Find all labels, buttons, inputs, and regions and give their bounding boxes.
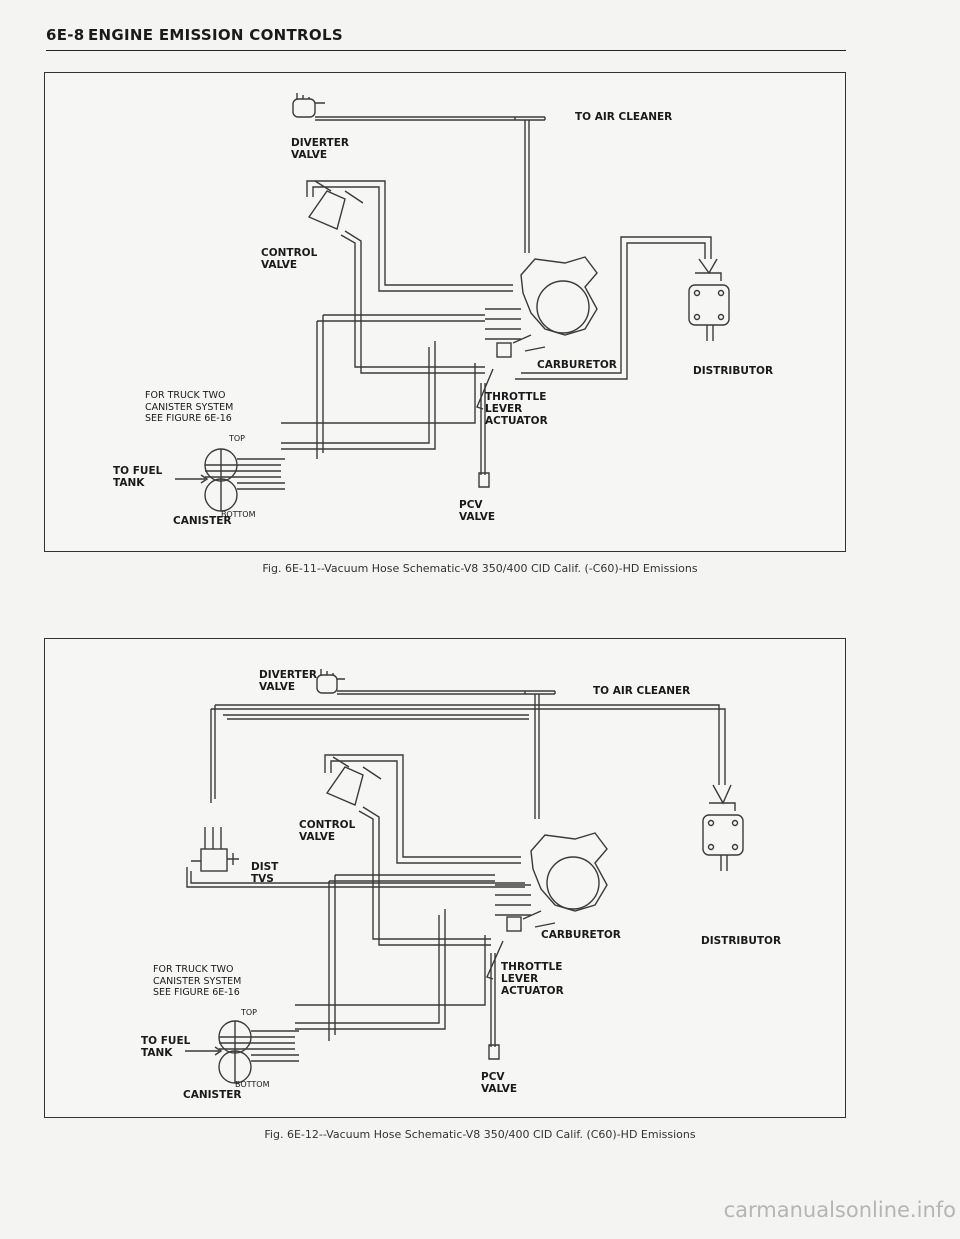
- section-title: ENGINE EMISSION CONTROLS: [88, 26, 343, 44]
- canister-shape: [175, 448, 285, 512]
- figure-caption-2: Fig. 6E-12--Vacuum Hose Schematic-V8 350…: [264, 1128, 696, 1141]
- carburetor-shape: [495, 832, 608, 932]
- label-top: TOP: [229, 434, 246, 443]
- carburetor-shape: [485, 256, 598, 358]
- hose-to-air-cleaner: [337, 690, 556, 695]
- dist-tvs-shape: [186, 827, 525, 888]
- canister-shape: [185, 1020, 299, 1084]
- label-top: TOP: [241, 1008, 258, 1017]
- diverter-valve-shape: [292, 93, 325, 118]
- label-carburetor: CARBURETOR: [541, 929, 621, 941]
- hose-to-air-cleaner: [315, 116, 546, 121]
- label-carburetor: CARBURETOR: [537, 359, 617, 371]
- diverter-valve-shape: [316, 669, 345, 694]
- label-distributor: DISTRIBUTOR: [693, 365, 774, 377]
- watermark: carmanualsonline.info: [723, 1198, 956, 1222]
- figure-caption-1: Fig. 6E-11--Vacuum Hose Schematic-V8 350…: [262, 562, 698, 575]
- distributor-shape: [688, 258, 730, 341]
- control-valve-shape: [325, 756, 382, 806]
- hose-vertical-main: [524, 120, 530, 253]
- label-to-air-cleaner: TO AIR CLEANER: [575, 111, 673, 123]
- label-to-air-cleaner: TO AIR CLEANER: [593, 685, 691, 697]
- label-bottom: BOTTOM: [235, 1080, 270, 1089]
- label-canister: CANISTER: [173, 515, 232, 527]
- vacuum-hose-schematic-1: [175, 93, 730, 512]
- distributor-shape: [702, 784, 744, 871]
- label-canister: CANISTER: [183, 1089, 242, 1101]
- vacuum-hose-schematic-2: [185, 669, 744, 1084]
- label-bottom: BOTTOM: [221, 510, 256, 519]
- page-number: 6E-8: [46, 26, 85, 44]
- page-header: 6E-8 ENGINE EMISSION CONTROLS: [46, 22, 846, 51]
- label-distributor: DISTRIBUTOR: [701, 935, 782, 947]
- control-valve-shape: [307, 180, 364, 230]
